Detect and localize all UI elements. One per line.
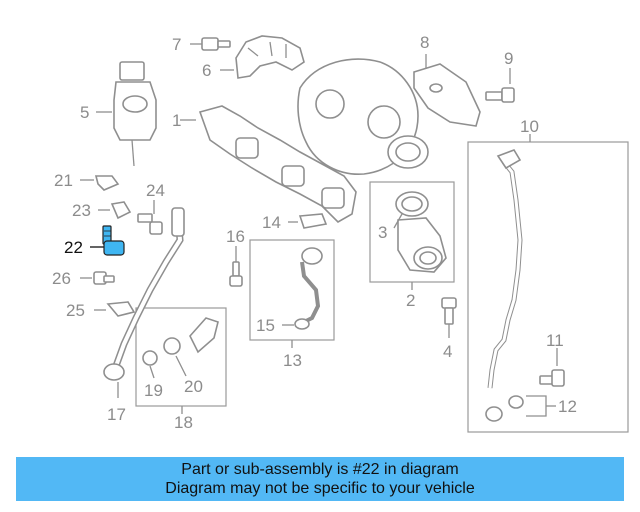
part-4-bolt[interactable] [441, 297, 457, 338]
label-2: 2 [406, 291, 415, 310]
label-25: 25 [66, 301, 85, 320]
part-number-labels: 1 2 3 4 5 6 7 8 9 10 11 12 13 14 15 16 1… [52, 33, 577, 432]
part-5-actuator[interactable] [96, 61, 157, 167]
label-16: 16 [226, 227, 245, 246]
part-17-oil-line[interactable] [103, 207, 185, 398]
label-15: 15 [256, 316, 275, 335]
label-19: 19 [144, 381, 163, 400]
label-7: 7 [172, 35, 181, 54]
label-23: 23 [72, 201, 91, 220]
label-21: 21 [54, 171, 73, 190]
label-10: 10 [520, 117, 539, 136]
part-22-bolt-highlighted[interactable] [90, 225, 125, 256]
part-11-bolt[interactable] [539, 348, 565, 387]
part-21-clip[interactable] [80, 175, 120, 191]
part-25-clip[interactable] [94, 301, 136, 317]
part-9-bolt[interactable] [485, 68, 515, 103]
part-18-fitting-box[interactable] [135, 307, 227, 414]
part-8-bracket[interactable] [413, 54, 481, 127]
part-13-oil-pipe-box[interactable] [249, 239, 335, 348]
part-10-oil-line-box[interactable] [467, 134, 629, 433]
label-22: 22 [64, 238, 83, 257]
part-26-bolt[interactable] [80, 271, 115, 285]
parts-diagram: 1 2 3 4 5 6 7 8 9 10 11 12 13 14 15 16 1… [52, 33, 629, 433]
label-18: 18 [174, 413, 193, 432]
label-1: 1 [172, 111, 181, 130]
part-24-bolt[interactable] [137, 200, 163, 235]
part-6-heat-shield[interactable] [220, 35, 305, 79]
label-12: 12 [558, 397, 577, 416]
turbocharger[interactable] [297, 58, 429, 175]
label-11: 11 [546, 331, 564, 350]
caption-banner: Part or sub-assembly is #22 in diagram D… [16, 457, 624, 501]
caption-line-2: Diagram may not be specific to your vehi… [165, 480, 475, 497]
label-8: 8 [420, 33, 429, 52]
label-17: 17 [107, 405, 126, 424]
label-5: 5 [80, 103, 89, 122]
part-7-bolt[interactable] [190, 37, 231, 51]
label-20: 20 [184, 377, 203, 396]
label-24: 24 [146, 181, 165, 200]
label-14: 14 [262, 213, 281, 232]
label-3: 3 [378, 223, 387, 242]
part-2-assembly-box[interactable] [369, 181, 455, 290]
part-12-leaders [526, 395, 556, 417]
part-1-exhaust-manifold[interactable] [180, 105, 357, 223]
part-23-clamp[interactable] [98, 201, 132, 220]
label-6: 6 [202, 61, 211, 80]
caption-line-1: Part or sub-assembly is #22 in diagram [181, 461, 459, 478]
label-13: 13 [283, 351, 302, 370]
label-26: 26 [52, 269, 71, 288]
part-14-gasket[interactable] [288, 213, 328, 229]
label-4: 4 [443, 342, 452, 361]
label-9: 9 [504, 49, 513, 68]
part-16-bolt[interactable] [229, 246, 243, 287]
